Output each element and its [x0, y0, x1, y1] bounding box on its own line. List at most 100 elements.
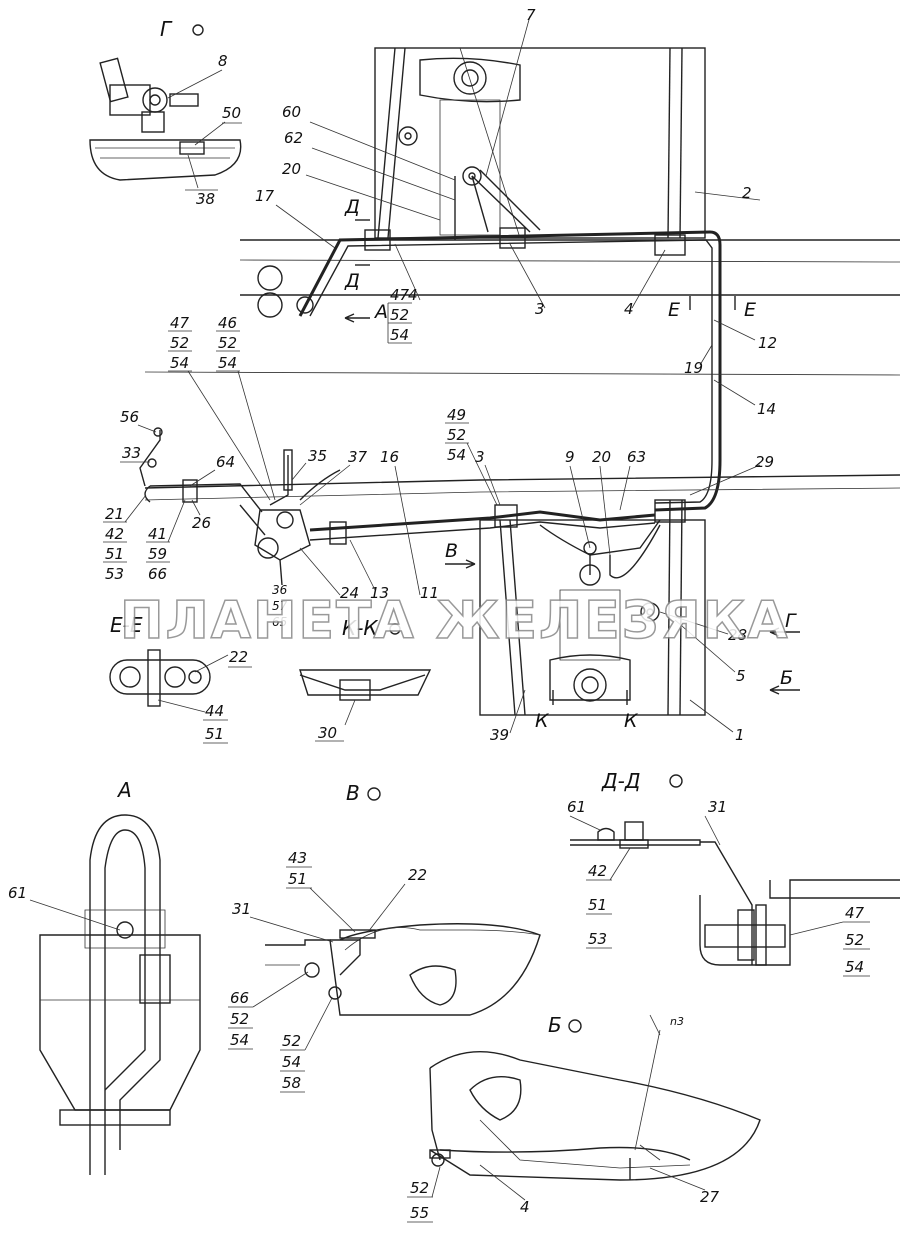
- callout-label: 49: [447, 406, 466, 424]
- section-circle-icon: [367, 787, 381, 801]
- view-e-title: Е-Е: [110, 613, 143, 637]
- callout-label: 39: [490, 726, 509, 744]
- callout-label: 60: [282, 103, 301, 121]
- section-circle-icon: [568, 1019, 582, 1033]
- view-arrow-label: В: [445, 540, 458, 562]
- callout-label: 58: [282, 1074, 301, 1092]
- fuel-valve: [254, 509, 311, 561]
- section-circle-icon: [192, 24, 204, 36]
- section-marker: К: [624, 710, 639, 732]
- view-k-title: К-К: [342, 616, 378, 640]
- view-e-e: Е-Е 22 44 51: [109, 613, 252, 744]
- callout-label: 63: [627, 448, 646, 466]
- callout-label: 64: [216, 453, 235, 471]
- callout-label: 54: [282, 1053, 301, 1071]
- fuel-tank-upper: [374, 47, 706, 239]
- section-marker: Д: [344, 196, 360, 218]
- view-d-d: Д-Д 61 31 42 51 53 47 52 54: [567, 769, 900, 977]
- callout-label: 27: [700, 1188, 720, 1206]
- view-a-title: А: [116, 778, 132, 802]
- drain-plug-section: [299, 669, 432, 696]
- callout-label: 26: [192, 514, 211, 532]
- callout-label: 46: [218, 314, 237, 332]
- view-d-title: Д-Д: [601, 769, 640, 793]
- callout-label: 8: [218, 52, 228, 70]
- callout-label: 52: [230, 1010, 249, 1028]
- callout-stack: 49 52 54: [445, 406, 498, 506]
- section-marker: Е: [744, 299, 756, 321]
- callout-label: 56: [120, 408, 139, 426]
- callout-label: 19: [684, 359, 703, 377]
- callout-label: 3: [475, 448, 485, 466]
- callout-stack: 36 57 65: [272, 583, 288, 629]
- callout-label: 54: [230, 1031, 249, 1049]
- callout-label: 53: [588, 930, 607, 948]
- callout-label: 16: [380, 448, 399, 466]
- view-b: Б n3 52 55 4 27: [407, 1013, 761, 1223]
- callout-label: 52: [390, 306, 409, 324]
- callout-stack: 47 52 54: [387, 286, 412, 344]
- callout-label: 54: [845, 958, 864, 976]
- callout-label: 3: [535, 300, 545, 318]
- view-v-title: В: [346, 781, 360, 805]
- view-v: В 43 51 22 31 66 52 54 52 54 58: [228, 781, 541, 1093]
- callout-label: 61: [8, 884, 27, 902]
- section-marker: Е: [668, 299, 680, 321]
- callout-stack: 47 52 54: [168, 314, 271, 501]
- callout-label: 41: [148, 525, 167, 543]
- callout-label: 20: [592, 448, 611, 466]
- callout-label: 42: [588, 862, 607, 880]
- callout-label: 65: [272, 615, 287, 629]
- section-circle-icon: [389, 623, 401, 635]
- callout-label: 37: [348, 448, 368, 466]
- callout-label: 52: [218, 334, 237, 352]
- callout-label: 36: [272, 583, 288, 597]
- callout-label: 28: [728, 626, 747, 644]
- callout-label: 52: [447, 426, 466, 444]
- callout-label: 54: [447, 446, 466, 464]
- callout-label: 21: [105, 505, 124, 523]
- callout-label: 7: [526, 6, 536, 24]
- callout-label: 17: [255, 187, 275, 205]
- fuel-filter-bowl: [39, 934, 201, 1111]
- callout-label: 5: [736, 667, 746, 685]
- callout-label: 52: [170, 334, 189, 352]
- callout-label: 1: [735, 726, 745, 744]
- tank-shell: [265, 923, 541, 1016]
- callout-label: 43: [288, 849, 307, 867]
- callout-label: 14: [757, 400, 776, 418]
- callout-label: 13: [370, 584, 389, 602]
- callout-label: 52: [410, 1179, 429, 1197]
- view-a: А 61: [8, 778, 201, 1175]
- callout-label: 52: [282, 1032, 301, 1050]
- callout-label: 52: [845, 931, 864, 949]
- callout-label: 53: [105, 565, 124, 583]
- view-k-k: К-К 30: [299, 616, 432, 742]
- callout-label: 47: [170, 314, 190, 332]
- view-g: Г 8 50 38: [89, 17, 242, 208]
- view-arrow-label: А: [373, 301, 388, 323]
- view-b-title: Б: [548, 1013, 562, 1037]
- callout-label: 61: [567, 798, 586, 816]
- callout-label: 11: [420, 584, 439, 602]
- callout-label: 54: [170, 354, 189, 372]
- callout-label: n3: [670, 1015, 684, 1028]
- fuel-pipe: [309, 510, 656, 532]
- callout-label: 51: [105, 545, 124, 563]
- callout-label: 51: [588, 896, 607, 914]
- callout-label: 22: [229, 648, 248, 666]
- view-g-title: Г: [160, 17, 173, 41]
- callout-label: 59: [148, 545, 167, 563]
- callout-label: 2: [742, 184, 752, 202]
- callout-label: 51: [205, 725, 224, 743]
- callout-label: 24: [340, 584, 359, 602]
- callout-label: 62: [284, 129, 303, 147]
- callout-label: 31: [708, 798, 727, 816]
- callout-label: 54: [218, 354, 237, 372]
- section-marker: К: [535, 710, 550, 732]
- callout-label: 20: [282, 160, 301, 178]
- main-view: Д Д А Е Е 7 60 62 20 17 2 3 4 4 12 19: [103, 6, 900, 744]
- section-marker: Д: [344, 270, 360, 292]
- callout-label: 66: [230, 989, 249, 1007]
- callout-label: 47: [390, 286, 410, 304]
